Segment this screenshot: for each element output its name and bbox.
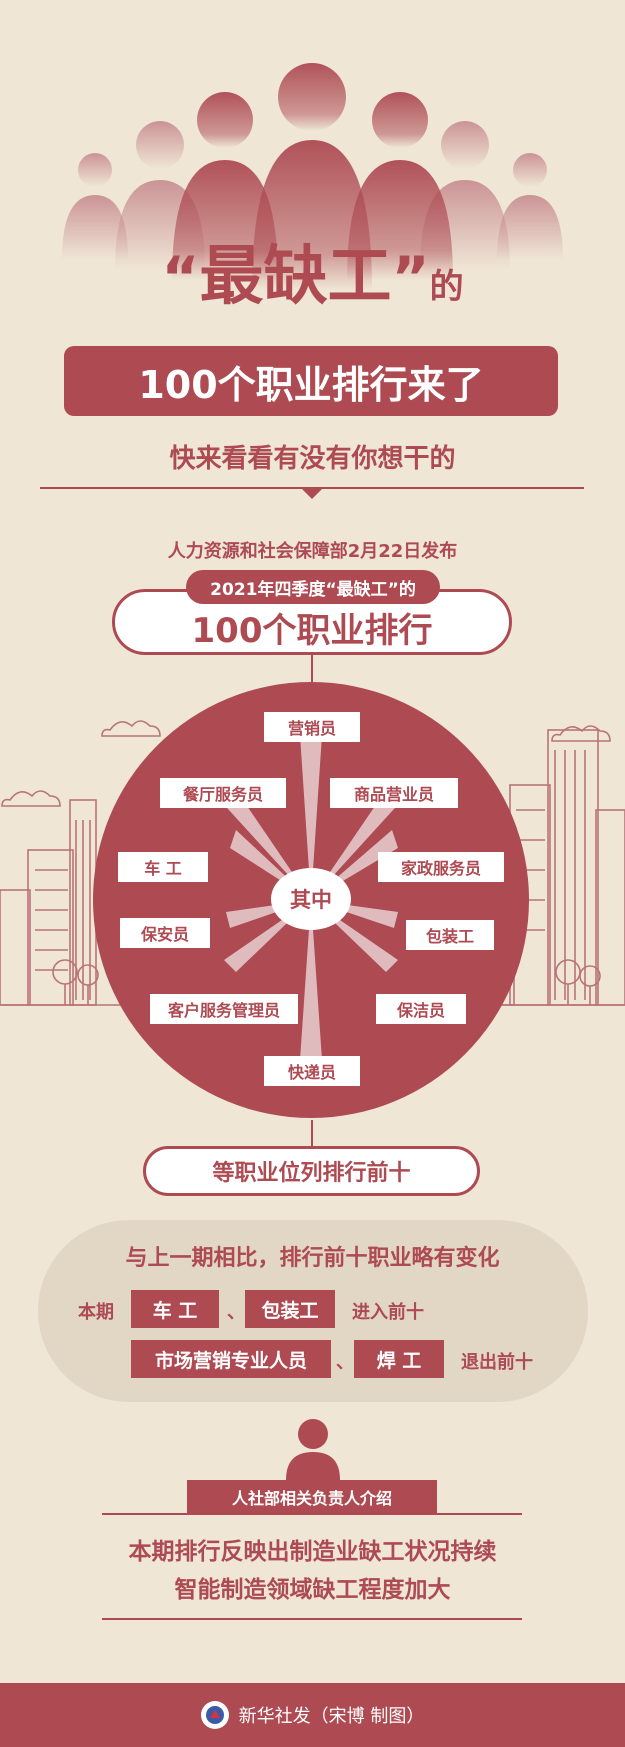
- conclusion-line-2: 智能制造领域缺工程度加大: [174, 1577, 451, 1603]
- entered-label: 进入前十: [352, 1302, 424, 1323]
- job-label: 营销员: [264, 712, 360, 742]
- top-ten-note: 等职业位列排行前十: [143, 1146, 480, 1196]
- xinhua-logo-icon: [200, 1701, 229, 1729]
- official-label: 人社部相关负责人介绍: [187, 1480, 437, 1514]
- this-period-label: 本期: [78, 1302, 114, 1323]
- title-bar: 100个职业排行来了: [64, 346, 558, 416]
- separator: 、: [336, 1352, 354, 1373]
- job-label: 客户服务管理员: [150, 994, 298, 1024]
- job-label: 保洁员: [376, 994, 466, 1024]
- wheel-center: 其中: [271, 868, 351, 930]
- title-keyword: 最缺工: [199, 240, 392, 314]
- quote-open: “: [161, 244, 200, 312]
- subtitle: 快来看看有没有你想干的: [169, 444, 456, 474]
- exited-job-tag: 市场营销专业人员: [131, 1340, 331, 1378]
- crowd-illustration: [62, 63, 563, 290]
- divider-notch: [301, 488, 323, 499]
- job-label: 快递员: [264, 1056, 360, 1086]
- title-suffix: 的: [429, 267, 464, 307]
- quote-rule-bottom: [102, 1618, 522, 1620]
- changes-title: 与上一期相比，排行前十职业略有变化: [125, 1246, 500, 1271]
- job-label: 保安员: [120, 918, 210, 948]
- job-label: 车 工: [118, 852, 208, 882]
- quarter-tag: 2021年四季度“最缺工”的: [186, 570, 440, 604]
- quote-rule-top: [102, 1513, 522, 1515]
- job-label: 商品营业员: [330, 778, 458, 808]
- footer: 新华社发（宋博 制图）: [0, 1683, 625, 1747]
- person-icon: [286, 1419, 340, 1480]
- main-title: “最缺工”的: [0, 245, 625, 309]
- footer-credit: 新华社发（宋博 制图）: [238, 1706, 425, 1727]
- publisher-line: 人力资源和社会保障部2月22日发布: [167, 541, 458, 562]
- exited-job-tag: 焊 工: [354, 1340, 444, 1378]
- job-label: 包装工: [406, 920, 494, 950]
- connector-line-top: [311, 655, 313, 685]
- job-label: 家政服务员: [378, 852, 504, 882]
- quote-close: ”: [391, 244, 430, 312]
- separator: 、: [227, 1302, 245, 1323]
- entered-job-tag: 车 工: [131, 1290, 219, 1328]
- entered-job-tag: 包装工: [245, 1290, 335, 1328]
- connector-line-bottom: [311, 1120, 313, 1148]
- conclusion-line-1: 本期排行反映出制造业缺工状况持续: [128, 1539, 497, 1565]
- job-label: 餐厅服务员: [160, 778, 286, 808]
- exited-label: 退出前十: [461, 1352, 533, 1373]
